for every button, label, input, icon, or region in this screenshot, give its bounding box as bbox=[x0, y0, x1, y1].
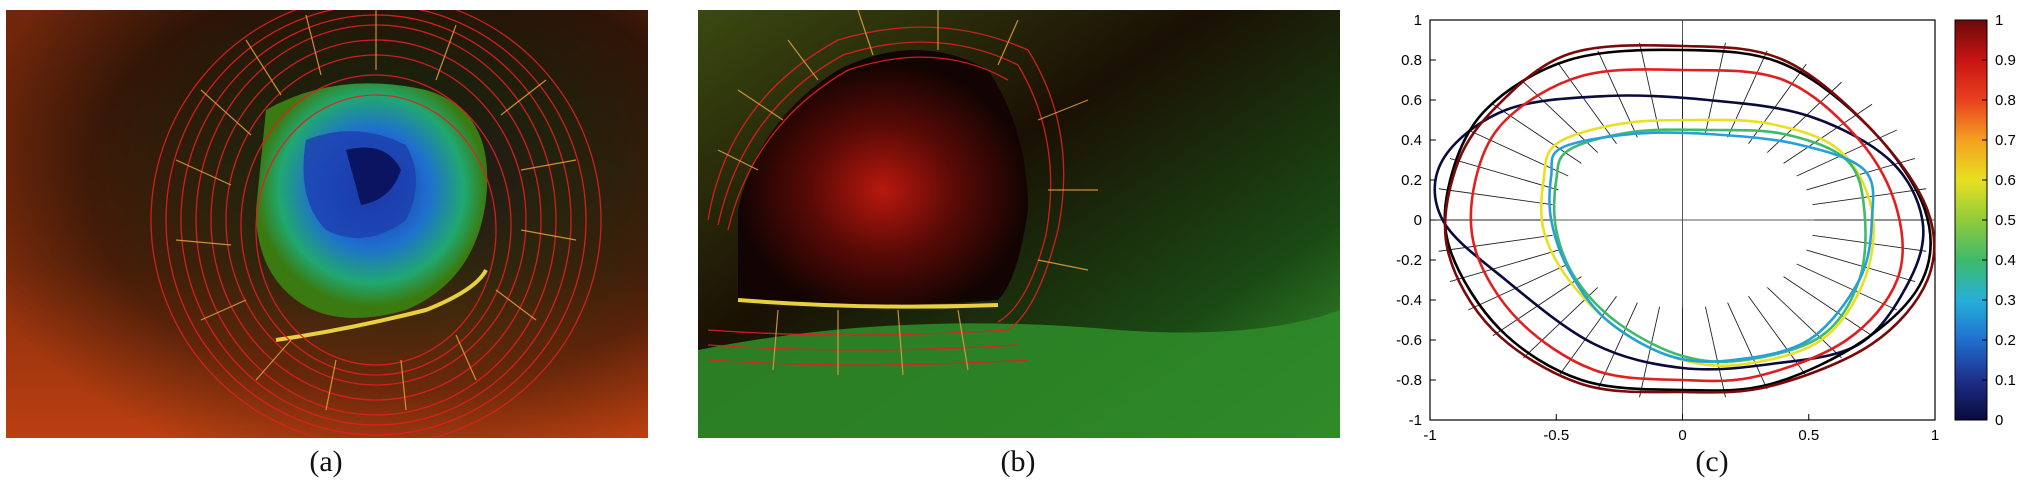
contour-series-1 bbox=[1443, 48, 1932, 392]
x-tick-label: -1 bbox=[1423, 427, 1436, 440]
x-tick-label: 0.5 bbox=[1798, 427, 1819, 440]
radial-spoke bbox=[1449, 158, 1559, 191]
radial-spokes bbox=[1435, 40, 1930, 400]
radial-spoke bbox=[1766, 287, 1842, 359]
contour-series-6 bbox=[1548, 131, 1875, 363]
radial-spoke bbox=[1806, 158, 1916, 191]
radial-spoke bbox=[1558, 295, 1617, 377]
radial-spoke bbox=[1704, 42, 1726, 134]
y-tick-label: -0.8 bbox=[1396, 372, 1422, 389]
contour-series-3 bbox=[1469, 68, 1904, 383]
radial-spoke bbox=[1727, 50, 1768, 138]
colorbar-tick-label: 0.8 bbox=[1995, 92, 2016, 109]
y-tick-label: 0.4 bbox=[1401, 132, 1422, 149]
colorbar-tick-label: 0.2 bbox=[1995, 332, 2016, 349]
colorbar-tick-label: 0.9 bbox=[1995, 52, 2016, 69]
colorbar-tick-label: 0.1 bbox=[1995, 372, 2016, 389]
colorbar-tick-label: 0.6 bbox=[1995, 172, 2016, 189]
radial-spoke bbox=[1492, 103, 1582, 164]
radial-spoke bbox=[1639, 42, 1661, 134]
y-tick-label: -0.2 bbox=[1396, 252, 1422, 269]
radial-spoke bbox=[1449, 249, 1559, 282]
colorbar-tick-label: 0.7 bbox=[1995, 132, 2016, 149]
x-tick-label: 1 bbox=[1931, 427, 1939, 440]
radial-spoke bbox=[1806, 249, 1916, 282]
radial-spoke bbox=[1558, 63, 1617, 145]
radial-spoke bbox=[1468, 263, 1569, 311]
panel-b-rendering bbox=[698, 10, 1340, 438]
y-tick-label: 0.6 bbox=[1401, 92, 1422, 109]
contour-series-0 bbox=[1433, 94, 1925, 371]
y-tick-label: 0 bbox=[1414, 212, 1422, 229]
x-tick-label: 0 bbox=[1678, 427, 1686, 440]
radial-spoke bbox=[1597, 302, 1638, 390]
vessel-render-a bbox=[6, 10, 648, 438]
panel-a-rendering bbox=[6, 10, 648, 438]
colorbar-tick-label: 1 bbox=[1995, 12, 2003, 29]
radial-spoke bbox=[1438, 188, 1553, 206]
radial-spoke bbox=[1639, 306, 1661, 398]
contour-chart: -1 -0.5 0 0.5 1 1 0.8 0.6 0.4 0.2 0 -0.2 -0.4 -0.6 -0.… bbox=[1396, 12, 2016, 444]
caption-a: (a) bbox=[309, 445, 343, 478]
colorbar-tick-label: 0.5 bbox=[1995, 212, 2016, 229]
y-tick-label: 0.8 bbox=[1401, 52, 1422, 69]
y-tick-label: 1 bbox=[1414, 12, 1422, 29]
y-tick-label: -1 bbox=[1409, 412, 1422, 429]
contour-series-5 bbox=[1552, 128, 1867, 364]
caption-b: (b) bbox=[1000, 445, 1036, 478]
x-tick-label: -0.5 bbox=[1543, 427, 1569, 440]
radial-spoke bbox=[1748, 295, 1807, 377]
radial-spoke bbox=[1704, 306, 1726, 398]
contour-series-4 bbox=[1539, 118, 1875, 368]
y-tick-label: 0.2 bbox=[1401, 172, 1422, 189]
colorbar-tick-label: 0 bbox=[1995, 412, 2003, 429]
radial-spoke bbox=[1796, 263, 1897, 311]
colorbar-tick-label: 0.4 bbox=[1995, 252, 2016, 269]
caption-c: (c) bbox=[1695, 445, 1729, 478]
radial-spoke bbox=[1783, 276, 1873, 337]
radial-spoke bbox=[1438, 234, 1553, 252]
vessel-render-b bbox=[698, 10, 1340, 438]
panel-c-chart: -1 -0.5 0 0.5 1 1 0.8 0.6 0.4 0.2 0 -0.2 -0.4 -0.6 -0.… bbox=[1380, 0, 2035, 444]
y-tick-label: -0.4 bbox=[1396, 292, 1422, 309]
colorbar-tick-label: 0.3 bbox=[1995, 292, 2016, 309]
colorbar bbox=[1954, 19, 1988, 421]
y-tick-label: -0.6 bbox=[1396, 332, 1422, 349]
contour-series-2 bbox=[1443, 43, 1936, 394]
